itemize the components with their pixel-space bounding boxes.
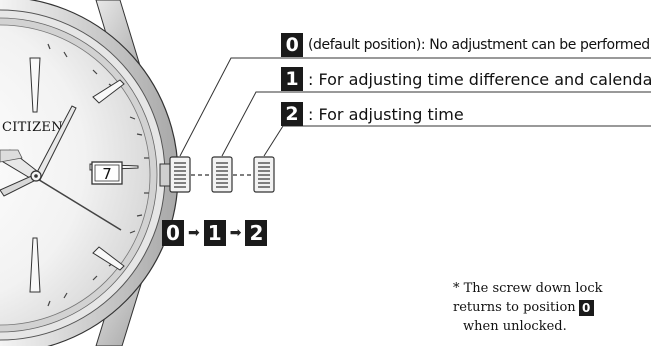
- subdial-mark: [0, 149, 23, 163]
- position-2-label: 2 : For adjusting time: [281, 102, 464, 126]
- brand-logo: CITIZEN: [2, 120, 63, 135]
- note-position-badge: 0: [578, 299, 594, 316]
- crown-position-0: [169, 156, 191, 193]
- arrow-right-icon: ➡: [229, 225, 242, 241]
- position-2-badge: 2: [281, 102, 303, 126]
- position-1-label: 1 : For adjusting time difference and ca…: [281, 67, 651, 91]
- leader-lines: [179, 57, 651, 157]
- screw-lock-note: * The screw down lock returns to positio…: [453, 279, 651, 336]
- note-line-2: when unlocked.: [463, 319, 567, 334]
- crown-position-1: [211, 156, 233, 193]
- position-sequence: 0 ➡ 1 ➡ 2: [162, 220, 268, 246]
- position-1-text: : For adjusting time difference and cale…: [308, 69, 651, 89]
- date-window: [91, 161, 123, 185]
- sequence-step-0: 0: [162, 220, 184, 246]
- crown-position-2: [253, 156, 275, 193]
- hour-indices: [29, 57, 139, 293]
- position-0-text: (default position): No adjustment can be…: [308, 37, 650, 53]
- arrow-right-icon: ➡: [188, 225, 200, 241]
- date-number: 7: [102, 165, 112, 183]
- note-line-1: * The screw down lock returns to positio…: [453, 281, 603, 316]
- position-1-badge: 1: [281, 67, 303, 91]
- sequence-step-1: 1: [203, 220, 226, 246]
- position-2-text: : For adjusting time: [308, 104, 464, 124]
- position-0-label: 0 (default position): No adjustment can …: [281, 33, 650, 57]
- position-0-badge: 0: [281, 33, 303, 57]
- sequence-step-2: 2: [245, 220, 268, 246]
